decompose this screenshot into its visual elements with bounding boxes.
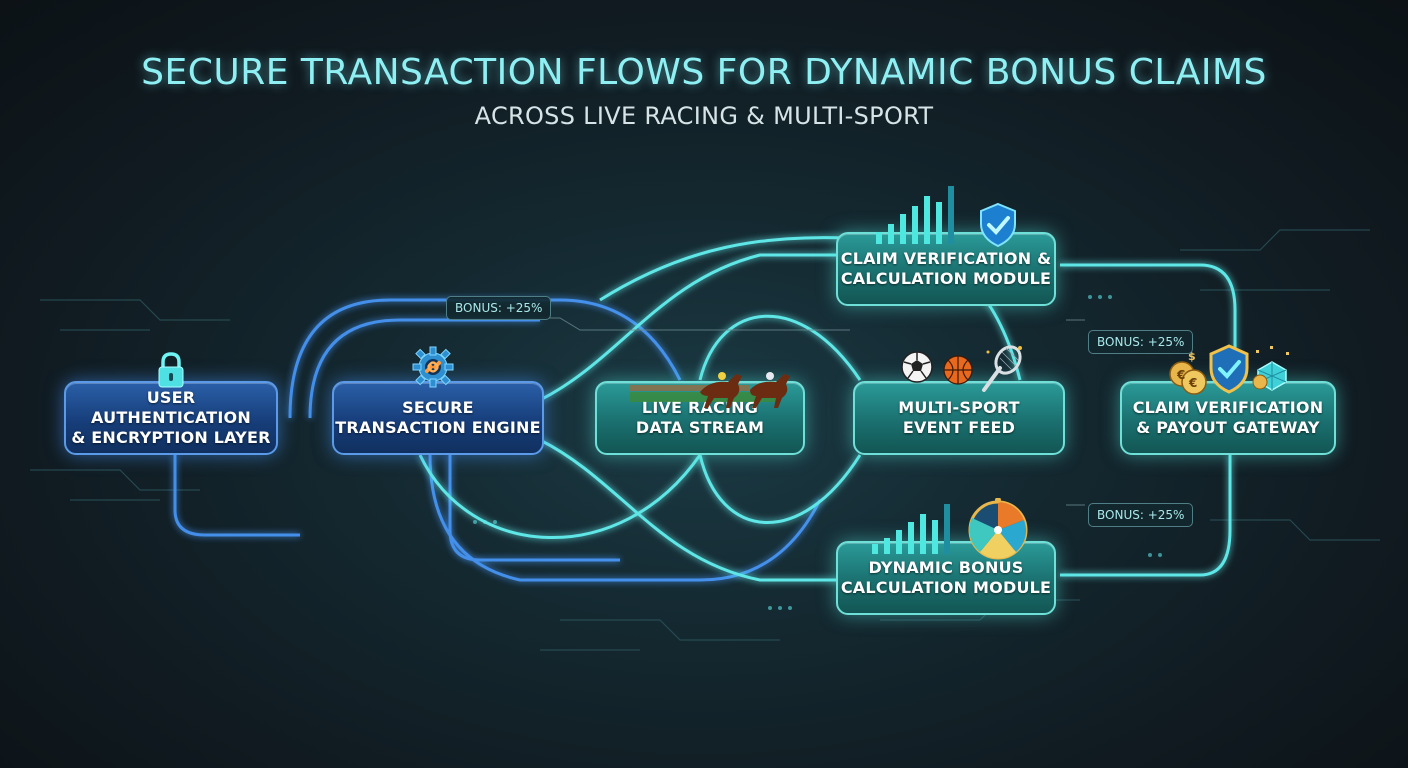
node-secure-transaction-engine-line2: TRANSACTION ENGINE — [335, 418, 541, 437]
node-payout-line1: CLAIM VERIFICATION — [1132, 398, 1324, 417]
wheel-gauge-icon — [968, 498, 1028, 560]
node-user-authentication[interactable]: USER AUTHENTICATION & ENCRYPTION LAYER — [64, 381, 278, 455]
bonus-badge-payout-bottom: BONUS: +25% — [1088, 503, 1194, 527]
gem-icon — [1252, 346, 1289, 391]
padlock-icon — [158, 352, 184, 388]
node-multi-sport-event-feed[interactable]: MULTI-SPORT EVENT FEED — [853, 381, 1065, 455]
gear-chain-icon — [412, 346, 454, 388]
svg-text:€: € — [1176, 368, 1185, 382]
node-payout-line2: & PAYOUT GATEWAY — [1136, 418, 1320, 437]
basketball-icon — [943, 355, 973, 385]
node-claim-verification-payout[interactable]: CLAIM VERIFICATION & PAYOUT GATEWAY — [1120, 381, 1336, 455]
node-claim-verification-line2: CALCULATION MODULE — [840, 269, 1052, 288]
node-claim-verification-calculation[interactable]: CLAIM VERIFICATION & CALCULATION MODULE — [836, 232, 1056, 306]
page-title: SECURE TRANSACTION FLOWS FOR DYNAMIC BON… — [141, 52, 1267, 93]
coins-icon: $ € € — [1169, 352, 1207, 395]
node-dynamic-bonus-line2: CALCULATION MODULE — [840, 578, 1052, 597]
blue-loops — [173, 298, 822, 582]
bonus-badge-engine: BONUS: +25% — [446, 296, 552, 320]
soccer-ball-icon — [901, 351, 933, 383]
node-user-authentication-line1: USER AUTHENTICATION — [91, 388, 251, 427]
bonus-badge-payout-top: BONUS: +25% — [1088, 330, 1194, 354]
bar-chart-icon — [876, 186, 954, 244]
node-user-authentication-line2: & ENCRYPTION LAYER — [71, 428, 271, 447]
racehorse-icon — [630, 372, 790, 408]
shield-check-icon — [1209, 344, 1249, 394]
bar-chart-icon — [872, 504, 950, 554]
node-multi-sport-line2: EVENT FEED — [902, 418, 1016, 437]
node-live-racing-line2: DATA STREAM — [635, 418, 765, 437]
svg-text:$: $ — [1188, 352, 1196, 363]
page-subtitle: ACROSS LIVE RACING & MULTI-SPORT — [474, 102, 934, 130]
svg-text:€: € — [1188, 376, 1197, 390]
shield-check-icon — [980, 202, 1016, 248]
node-multi-sport-line1: MULTI-SPORT — [898, 398, 1020, 417]
tennis-racket-icon — [982, 345, 1022, 392]
circuit-decoration — [30, 229, 1380, 651]
node-claim-verification-line1: CLAIM VERIFICATION & — [840, 249, 1052, 268]
node-secure-transaction-engine-line1: SECURE — [402, 398, 474, 417]
node-dynamic-bonus-line1: DYNAMIC BONUS — [868, 558, 1024, 577]
node-secure-transaction-engine[interactable]: SECURE TRANSACTION ENGINE — [332, 381, 544, 455]
